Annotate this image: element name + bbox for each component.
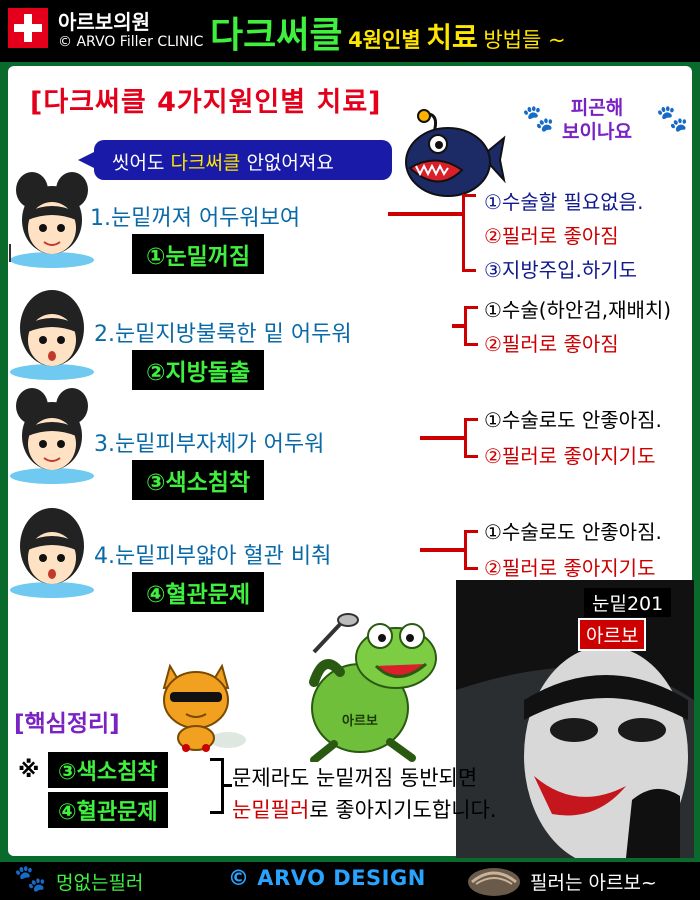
clinic-name: 아르보의원: [58, 10, 150, 34]
tiger-mascot-illustration: [162, 663, 246, 752]
tired-caption: 피곤해 보이나요: [562, 96, 632, 144]
row-1-option: ②필러로 좋아짐: [484, 224, 619, 248]
summary-line-2-red: 눈밑필러: [232, 798, 310, 822]
footer-right-text: 필러는 아르보~: [530, 872, 657, 894]
title-part2: 4원인별: [348, 28, 421, 52]
row-3-option: ①수술로도 안좋아짐.: [484, 408, 662, 432]
title-main: 다크써클: [210, 15, 343, 56]
summary-item: ④혈관문제: [48, 792, 168, 828]
girl-face-illustration: [10, 508, 94, 598]
tired-line2: 보이나요: [562, 121, 632, 143]
row-1-label: ①눈밑꺼짐: [132, 234, 265, 274]
footer-bar: [0, 862, 700, 900]
header-bar: [0, 0, 700, 62]
summary-item: ③색소침착: [48, 752, 168, 788]
paw-icon: 🐾: [522, 104, 555, 134]
speech-bubble: 씻어도 다크써클 안없어져요: [94, 140, 392, 180]
row-2-title: 2.눈밑지방불룩한 밑 어두워: [94, 322, 352, 347]
row-4-bracket: [464, 530, 478, 570]
clinic-name-en: © ARVO Filler CLINIC: [58, 34, 204, 50]
row-1-bracket: [462, 194, 476, 272]
anglerfish-illustration: [405, 109, 506, 197]
summary-mark: ※: [18, 758, 40, 783]
frog-belly-label: 아르보: [342, 714, 378, 729]
photo-joker-face: [456, 580, 694, 858]
bubble-before: 씻어도: [112, 152, 171, 174]
girl-face-illustration: [9, 172, 94, 268]
summary-brace: [210, 758, 224, 814]
row-3-label: ③색소침착: [132, 460, 265, 500]
row-4-connector: [420, 548, 464, 552]
row-1-title: 1.눈밑꺼져 어두워보여: [90, 206, 301, 231]
row-4-label: ④혈관문제: [132, 572, 265, 612]
bubble-highlight: 다크써클: [170, 152, 241, 174]
row-2-label: ②지방돌출: [132, 350, 265, 390]
photo-tag-count: 눈밑201: [584, 588, 672, 617]
row-2-bracket: [464, 306, 478, 346]
page-title: 다크써클 4원인별 치료 방법들 ~: [210, 6, 566, 58]
tired-line1: 피곤해: [570, 97, 624, 119]
bubble-after: 안없어져요: [240, 152, 334, 174]
row-2-option: ②필러로 좋아짐: [484, 332, 619, 356]
row-1-connector: [388, 212, 462, 216]
row-2-connector: [452, 324, 464, 328]
summary-line-2: 눈밑필러로 좋아지기도합니다.: [232, 794, 497, 824]
paw-icon: 🐾: [14, 864, 47, 894]
row-4-option: ①수술로도 안좋아짐.: [484, 520, 662, 544]
row-4-title: 4.눈밑피부얇아 혈관 비춰: [94, 544, 332, 569]
photo-tag-brand: 아르보: [578, 618, 647, 651]
bubble-text: 씻어도 다크써클 안없어져요: [112, 148, 334, 175]
row-4-option: ②필러로 좋아지기도: [484, 556, 656, 580]
footer-left-text: 멍없는필러: [56, 872, 144, 894]
title-part3: 치료: [426, 21, 478, 54]
row-3-bracket: [464, 418, 478, 458]
summary-brace-tip: [224, 784, 232, 787]
summary-line-1: 문제라도 눈밑꺼짐 동반되면: [232, 766, 478, 790]
summary-line-2-rest: 로 좋아지기도합니다.: [309, 798, 497, 822]
row-3-option: ②필러로 좋아지기도: [484, 444, 656, 468]
girl-face-illustration: [10, 290, 94, 380]
summary-heading: [핵심정리]: [14, 711, 120, 737]
paw-icon: 🐾: [656, 104, 689, 134]
row-1-option: ③지방주입.하기도: [484, 258, 638, 282]
bubble-tail: [78, 150, 98, 170]
footer-center-text: © ARVO DESIGN: [228, 866, 426, 890]
row-1-option: ①수술할 필요없음.: [484, 190, 644, 214]
row-3-connector: [420, 436, 464, 440]
row-2-option: ①수술(하안검,재배치): [484, 298, 672, 322]
frog-mascot-illustration: [309, 613, 437, 762]
row-3-title: 3.눈밑피부자체가 어두워: [94, 432, 325, 457]
girl-face-illustration: [10, 388, 94, 484]
shell-icon: [468, 868, 520, 896]
main-heading: [다크써클 4가지원인별 치료]: [30, 87, 382, 118]
clinic-cross-logo-icon: [8, 8, 48, 48]
title-part4: 방법들 ~: [483, 28, 566, 52]
